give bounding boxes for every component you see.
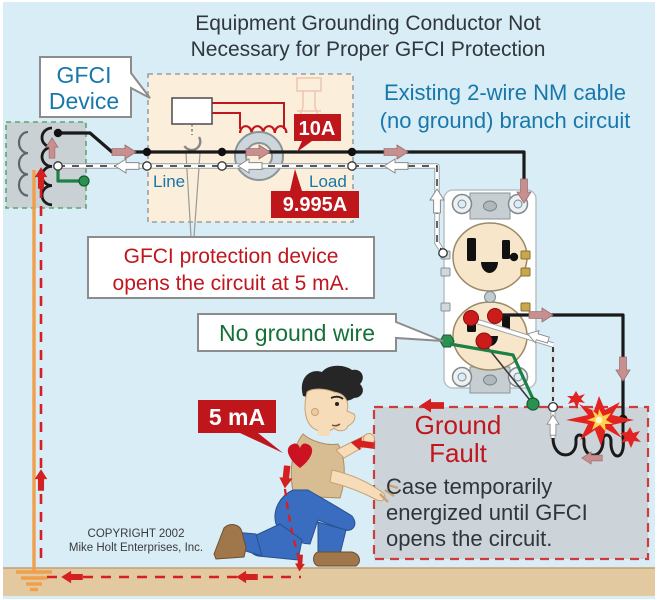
strap-screw-icon [483, 374, 497, 386]
gfci-protection-text-2: opens the circuit at 5 mA. [113, 272, 350, 295]
junction-dot [53, 161, 63, 171]
gfci-device-label-1: GFCI [57, 62, 112, 88]
center-screw-icon [484, 291, 496, 303]
transformer-primary-coil [17, 130, 29, 197]
person [213, 365, 399, 567]
gfci-device-callout [39, 56, 151, 118]
heart-icon [287, 443, 313, 468]
person-ear [311, 408, 319, 416]
case-note-3: opens the circuit. [386, 526, 552, 551]
junction-dot [142, 161, 152, 171]
no-ground-wire-callout [197, 313, 444, 352]
person-fingers [379, 483, 399, 503]
strap-screw-icon [483, 200, 497, 212]
hot-terminal-dot [509, 252, 519, 262]
junction-dot [217, 147, 227, 157]
person-neck [318, 426, 330, 436]
current-return-value: 9.995A [283, 194, 348, 216]
junction-dot [217, 161, 227, 171]
ghost-component [296, 77, 322, 119]
hot-slot-bottom [502, 314, 510, 330]
gfci-sense-wiring [212, 102, 285, 129]
body-current-path [283, 488, 301, 560]
plug-ground-pin-dot [475, 332, 493, 350]
junction-dot [142, 147, 152, 157]
ground-bond-dot [78, 175, 90, 187]
junction-dot [347, 147, 357, 157]
junction-dot [53, 128, 63, 138]
shock-current-callout [198, 400, 283, 453]
nm-cable-label-1: Existing 2-wire NM cable [384, 80, 626, 105]
duplex-receptacle [439, 189, 537, 394]
neutral-slot-top [467, 238, 476, 261]
current-return-callout [271, 169, 359, 218]
ground-fault-title-1: Ground [415, 410, 502, 440]
current-out-value: 10A [299, 118, 336, 140]
earth-ground-icon [16, 570, 52, 592]
plug-prong-dot [463, 310, 479, 326]
gfci-relay [171, 97, 213, 125]
person-mouth [331, 423, 341, 427]
bottom-sliver [3, 596, 655, 599]
case-note-1: Case temporarily [386, 474, 552, 499]
plug-prong-dot [487, 308, 503, 324]
hot-slot-top [502, 240, 510, 259]
shock-current-value: 5 mA [209, 404, 265, 430]
load-label: Load [309, 172, 347, 191]
ground-fault-title-2: Fault [429, 438, 488, 468]
ground-pigtail-dot [526, 397, 540, 411]
copyright-line-1: COPYRIGHT 2002 [88, 528, 185, 540]
system-bond-wire [56, 166, 80, 183]
gfci-device-label-2: Device [49, 88, 119, 114]
current-out-callout [294, 114, 341, 152]
line-label: Line [153, 172, 185, 191]
gfci-protection-text-1: GFCI protection device [124, 245, 339, 268]
neutral-case-dot [547, 401, 559, 413]
gfci-protection-note [87, 236, 375, 299]
person-eyebrow [330, 395, 344, 400]
title-line-2: Necessary for Proper GFCI Protection [191, 38, 546, 61]
equipment-ground-pigtail [449, 342, 535, 400]
person-rear-boot [213, 524, 247, 560]
copyright-line-2: Mike Holt Enterprises, Inc. [69, 542, 203, 554]
case-note-2: energized until GFCI [386, 500, 588, 525]
nm-cable-label-2: (no ground) branch circuit [380, 108, 631, 133]
junction-dot [347, 161, 357, 171]
gfci-trip-switch [183, 136, 202, 152]
person-jeans-hip [274, 489, 356, 545]
no-ground-wire-text: No ground wire [219, 320, 375, 346]
spark-burst-icon [566, 391, 641, 448]
neutral-terminal-dot [438, 248, 448, 258]
person-front-boot [313, 551, 360, 567]
transformer-secondary-coil [40, 126, 53, 207]
earth-ground [3, 568, 655, 596]
ground-hole-top [481, 262, 498, 273]
person-eye [335, 402, 339, 406]
title-line-1: Equipment Grounding Conductor Not [195, 12, 541, 35]
